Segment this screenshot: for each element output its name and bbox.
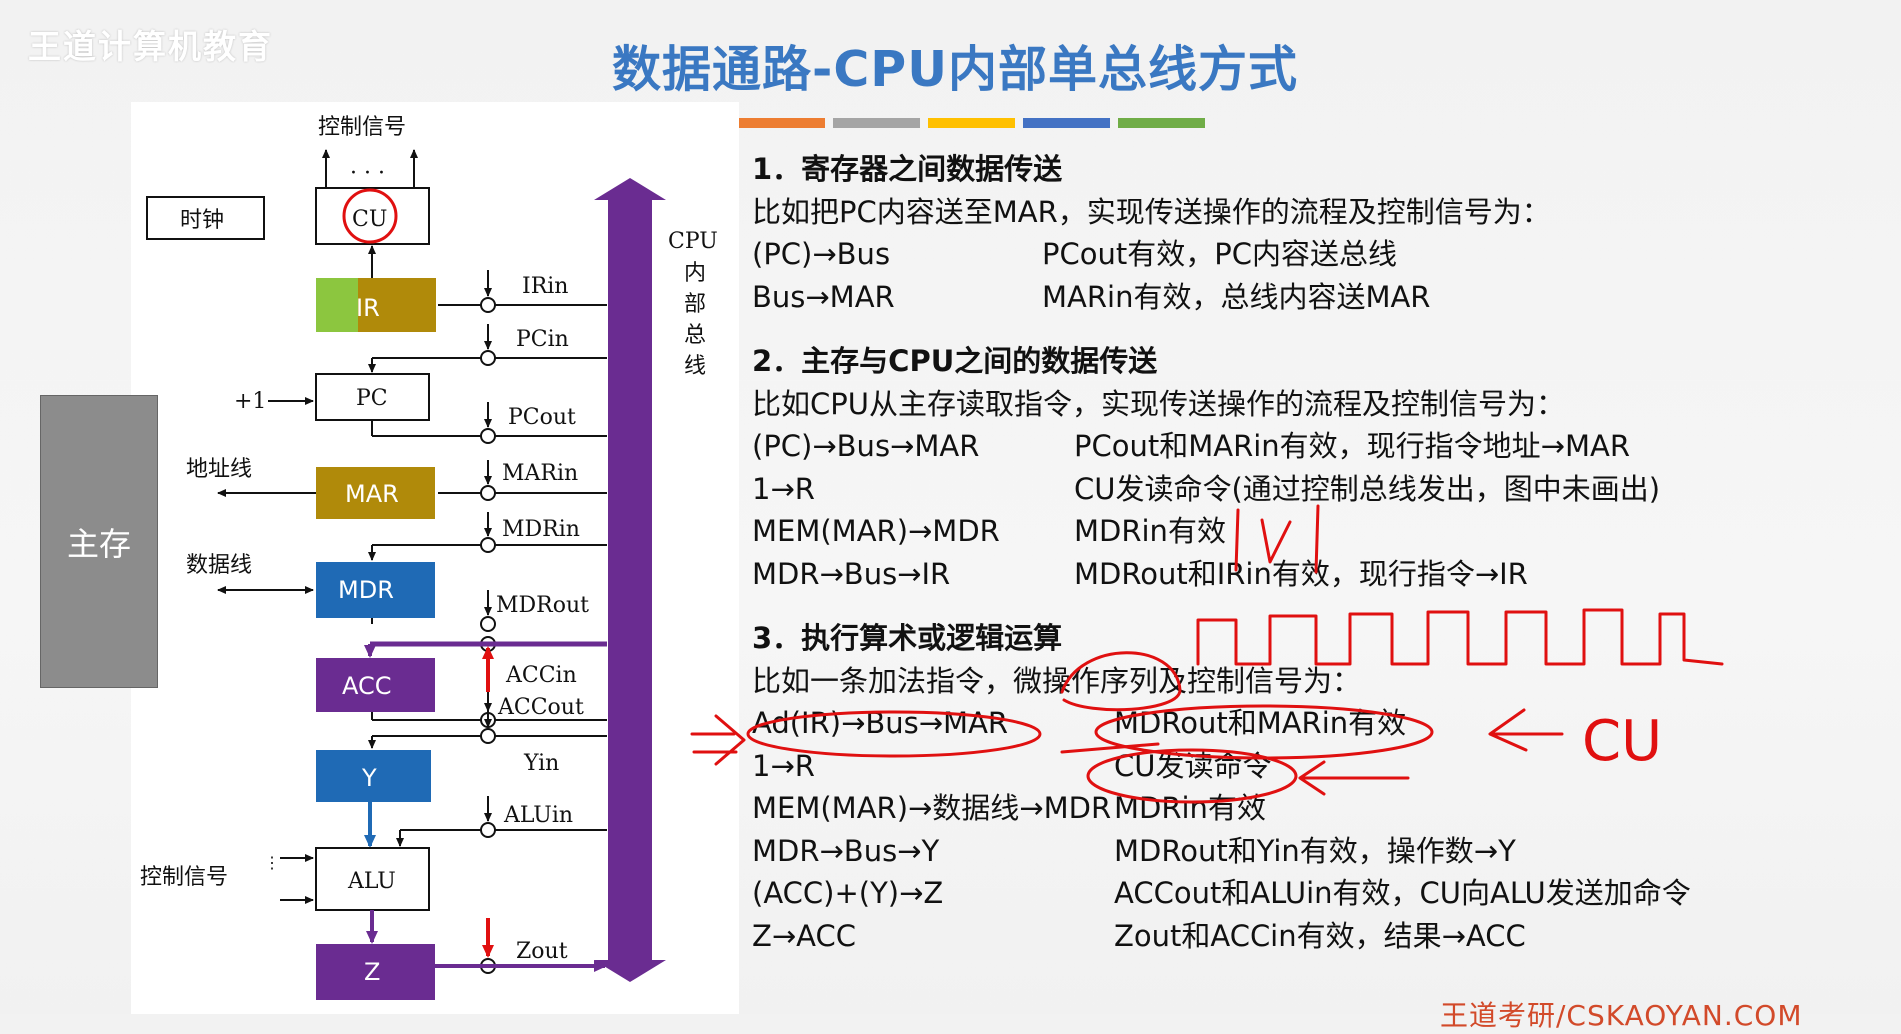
mdr-label: MDR <box>338 576 394 604</box>
signal-mdrout: MDRout <box>496 593 589 618</box>
address-line-label: 地址线 <box>186 457 252 482</box>
cu-label: CU <box>352 207 387 232</box>
bus-label-2: 内 <box>684 261 706 286</box>
step-row: Bus→MAR MARin有效，总线内容送MAR <box>752 276 1882 319</box>
step-row: (PC)→Bus PCout有效，PC内容送总线 <box>752 233 1882 276</box>
step-desc: MARin有效，总线内容送MAR <box>1042 279 1431 314</box>
step-row: MDR→Bus→IR MDRout和IRin有效，现行指令→IR <box>752 553 1882 596</box>
z-label: Z <box>364 958 380 986</box>
step-row: Ad(IR)→Bus→MAR MDRout和MARin有效 <box>752 702 1882 745</box>
step-row: MEM(MAR)→MDR MDRin有效 <box>752 510 1882 553</box>
acc-label: ACC <box>342 672 392 700</box>
step-row: MDR→Bus→Y MDRout和Yin有效，操作数→Y <box>752 830 1882 873</box>
step-desc: MDRout和IRin有效，现行指令→IR <box>1074 556 1528 591</box>
step-desc: MDRout和MARin有效 <box>1114 706 1407 740</box>
y-label: Y <box>361 764 377 792</box>
section-3: 3．执行算术或逻辑运算 比如一条加法指令，微操作序列及控制信号为： Ad(IR)… <box>752 617 1882 957</box>
step-desc: MDRout和Yin有效，操作数→Y <box>1114 833 1516 868</box>
section-heading: 2．主存与CPU之间的数据传送 <box>752 344 1158 378</box>
cpu-internal-bus <box>594 178 666 982</box>
accent-orange <box>738 118 825 128</box>
step-op: MDR→Bus→IR <box>752 556 951 591</box>
signal-pcin: PCin <box>516 327 569 352</box>
step-desc: PCout有效，PC内容送总线 <box>1042 237 1397 271</box>
explanation-text: 1．寄存器之间数据传送 比如把PC内容送至MAR，实现传送操作的流程及控制信号为… <box>752 148 1882 957</box>
step-desc: PCout和MARin有效，现行指令地址→MAR <box>1074 429 1630 463</box>
alu-control-dots: ⋮ <box>264 853 280 872</box>
acc-register <box>316 658 435 712</box>
section-2: 2．主存与CPU之间的数据传送 比如CPU从主存读取指令，实现传送操作的流程及控… <box>752 340 1882 595</box>
plus-one-label: +1 <box>234 389 266 414</box>
z-register <box>316 944 435 1000</box>
step-op: 1→R <box>752 471 815 506</box>
brand-logo: 王道计算机教育 <box>28 27 273 66</box>
step-op: (PC)→Bus→MAR <box>752 429 980 463</box>
control-signal-top-label: 控制信号 <box>318 115 406 140</box>
step-op: Bus→MAR <box>752 279 895 314</box>
ir-label: IR <box>356 294 380 322</box>
mar-label: MAR <box>345 480 399 508</box>
step-op: MDR→Bus→Y <box>752 833 940 868</box>
section-heading: 1．寄存器之间数据传送 <box>752 152 1063 186</box>
signal-accin: ACCin <box>505 663 577 688</box>
step-op: Ad(IR)→Bus→MAR <box>752 706 1009 740</box>
bus-label-1: CPU <box>668 229 718 254</box>
footer-brand: 王道考研/CSKAOYAN.COM <box>1440 999 1803 1032</box>
section-intro: 比如CPU从主存读取指令，实现传送操作的流程及控制信号为： <box>752 386 1565 421</box>
signal-accout: ACCout <box>497 695 584 720</box>
signal-mdrin: MDRin <box>502 517 580 542</box>
mar-register <box>316 467 435 519</box>
y-register <box>316 750 431 802</box>
section-heading: 3．执行算术或逻辑运算 <box>752 621 1063 655</box>
section-intro: 比如把PC内容送至MAR，实现传送操作的流程及控制信号为： <box>752 194 1551 229</box>
ir-register <box>316 278 436 332</box>
step-op: MEM(MAR)→MDR <box>752 514 1000 548</box>
accent-yellow <box>928 118 1015 128</box>
step-row: (ACC)+(Y)→Z ACCout和ALUin有效，CU向ALU发送加命令 <box>752 872 1882 915</box>
data-line-label: 数据线 <box>186 553 252 578</box>
step-op: 1→R <box>752 748 815 783</box>
main-memory-box: 主存 <box>40 395 158 688</box>
accent-color-bar <box>738 118 1205 128</box>
step-row: (PC)→Bus→MAR PCout和MARin有效，现行指令地址→MAR <box>752 425 1882 468</box>
step-row: 1→R CU发读命令 <box>752 745 1882 788</box>
accent-blue <box>1023 118 1110 128</box>
step-row: Z→ACC Zout和ACCin有效，结果→ACC <box>752 915 1882 958</box>
step-op: MEM(MAR)→数据线→MDR <box>752 791 1112 825</box>
step-desc: CU发读命令 <box>1114 748 1272 783</box>
section-intro: 比如一条加法指令，微操作序列及控制信号为： <box>752 663 1362 698</box>
step-op: (PC)→Bus <box>752 237 891 271</box>
step-desc: MDRin有效 <box>1114 791 1266 825</box>
clock-box <box>146 196 265 240</box>
step-desc: ACCout和ALUin有效，CU向ALU发送加命令 <box>1114 876 1691 910</box>
step-desc: Zout和ACCin有效，结果→ACC <box>1114 918 1526 953</box>
signal-irin: IRin <box>522 274 568 299</box>
accent-gray <box>833 118 920 128</box>
page-title: 数据通路-CPU内部单总线方式 <box>612 41 1298 98</box>
bus-label-5: 线 <box>684 354 706 379</box>
accent-green <box>1118 118 1205 128</box>
step-op: Z→ACC <box>752 918 856 953</box>
signal-yin: Yin <box>523 751 559 776</box>
bus-label-4: 总 <box>684 323 706 348</box>
signal-pcout: PCout <box>508 405 576 430</box>
mdr-register <box>316 562 435 618</box>
control-signal-dots: · · · <box>350 161 385 186</box>
step-row: 1→R CU发读命令(通过控制总线发出，图中未画出) <box>752 468 1882 511</box>
step-row: MEM(MAR)→数据线→MDR MDRin有效 <box>752 787 1882 830</box>
section-1: 1．寄存器之间数据传送 比如把PC内容送至MAR，实现传送操作的流程及控制信号为… <box>752 148 1882 318</box>
step-desc: CU发读命令(通过控制总线发出，图中未画出) <box>1074 471 1661 506</box>
control-signal-alu-label: 控制信号 <box>140 865 228 890</box>
step-op: (ACC)+(Y)→Z <box>752 876 944 910</box>
clock-label: 时钟 <box>180 208 224 233</box>
signal-aluin: ALUin <box>503 803 573 828</box>
signal-marin: MARin <box>502 461 578 486</box>
alu-label: ALU <box>347 869 396 894</box>
pc-label: PC <box>356 386 388 411</box>
bus-label-3: 部 <box>684 292 706 317</box>
step-desc: MDRin有效 <box>1074 514 1226 548</box>
signal-zout: Zout <box>516 939 568 964</box>
